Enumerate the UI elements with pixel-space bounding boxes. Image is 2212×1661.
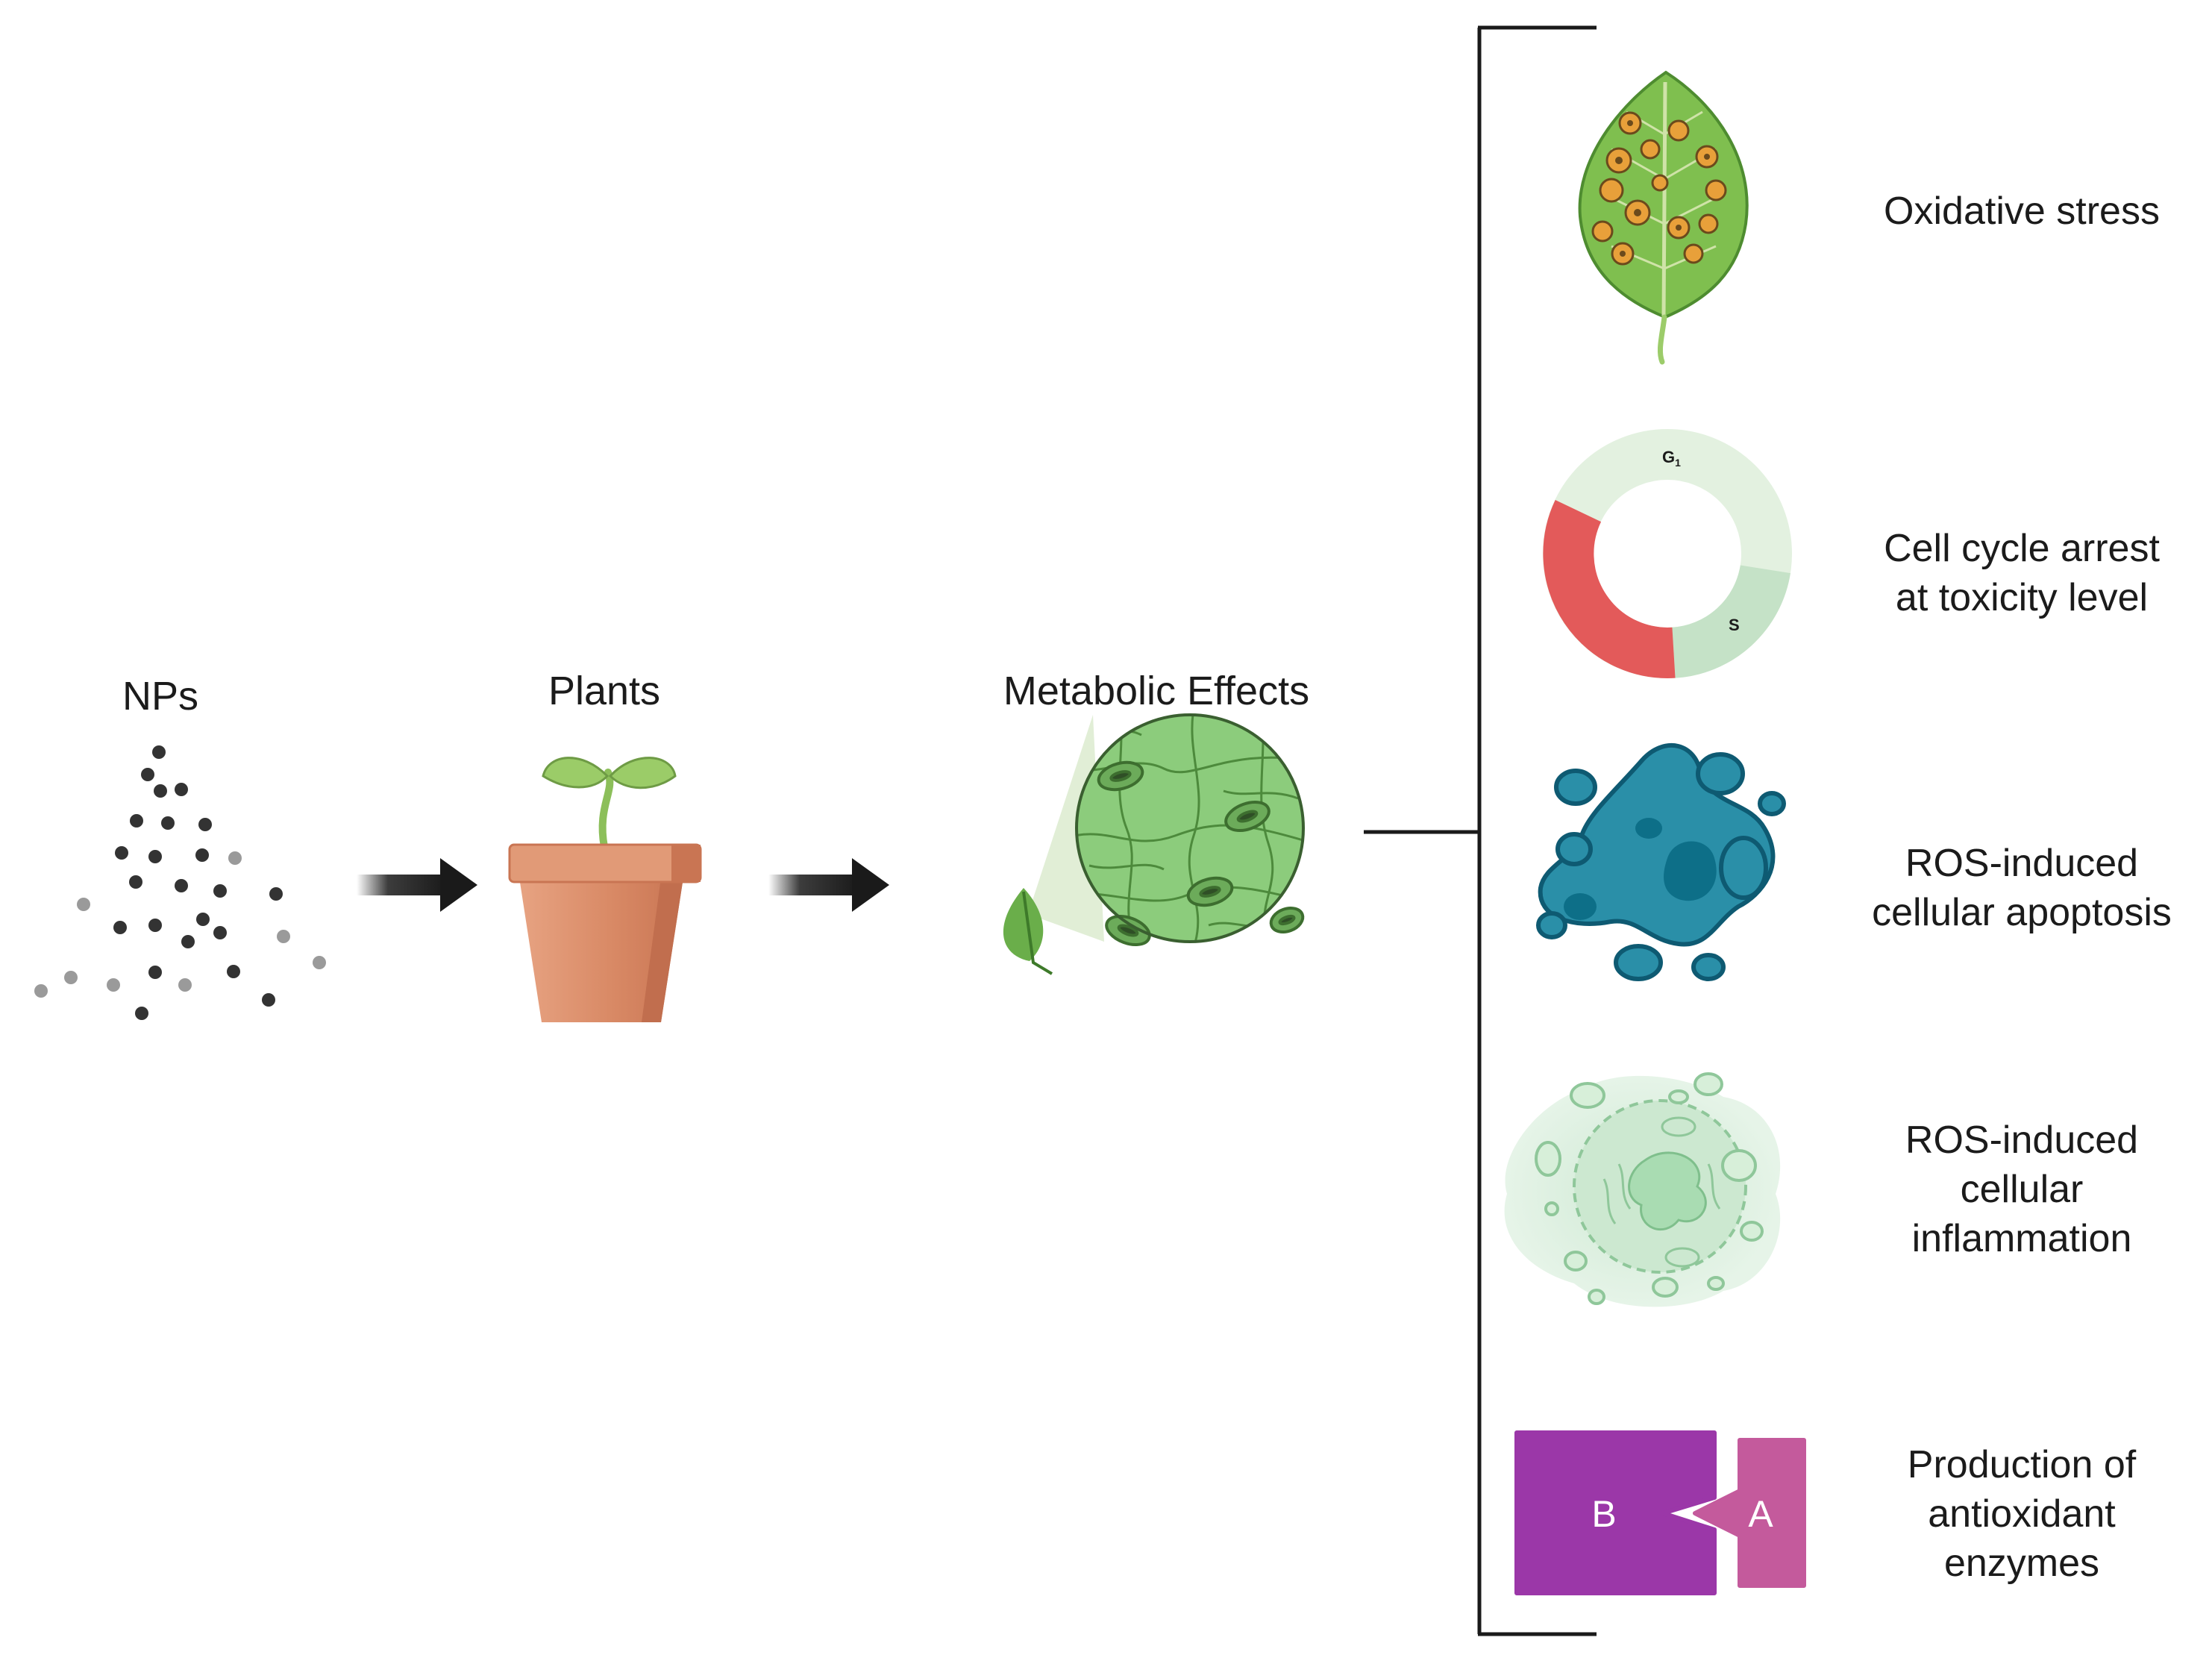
- effect-label-cell-cycle-arrest: Cell cycle arrest at toxicity level: [1884, 527, 2160, 619]
- enzyme-complex-icon: B A: [1514, 1430, 1806, 1595]
- arrow-right-icon: [768, 858, 889, 912]
- enzyme-a-label: A: [1748, 1493, 1773, 1535]
- plants-label: Plants: [548, 669, 661, 713]
- arrow-right-icon: [357, 858, 477, 912]
- effect-label-inflammation: ROS-induced cellular inflammation: [1905, 1119, 2139, 1260]
- nps-label: NPs: [122, 674, 198, 719]
- inflamed-cell-icon: [1504, 1072, 1781, 1307]
- enzyme-b-label: B: [1591, 1493, 1616, 1535]
- effect-label-oxidative-stress: Oxidative stress: [1884, 190, 2160, 233]
- effect-label-antioxidant-enzymes: Production of antioxidant enzymes: [1907, 1443, 2137, 1585]
- effect-label-apoptosis: ROS-induced cellular apoptosis: [1872, 842, 2172, 934]
- diseased-leaf-icon: [1578, 70, 1749, 365]
- s-phase-label: S: [1729, 616, 1740, 634]
- cell-cycle-icon: G1 S: [1543, 429, 1792, 678]
- leaf-magnified-stomata-icon: [1003, 713, 1305, 975]
- bracket-connector: [1364, 25, 1597, 1636]
- potted-plant-icon: [508, 757, 702, 1022]
- metabolic-effects-label: Metabolic Effects: [1003, 669, 1310, 713]
- apoptotic-cell-icon: [1536, 742, 1786, 981]
- g1-phase-label: G1: [1662, 448, 1681, 469]
- nanoparticles-icon: [34, 745, 326, 1020]
